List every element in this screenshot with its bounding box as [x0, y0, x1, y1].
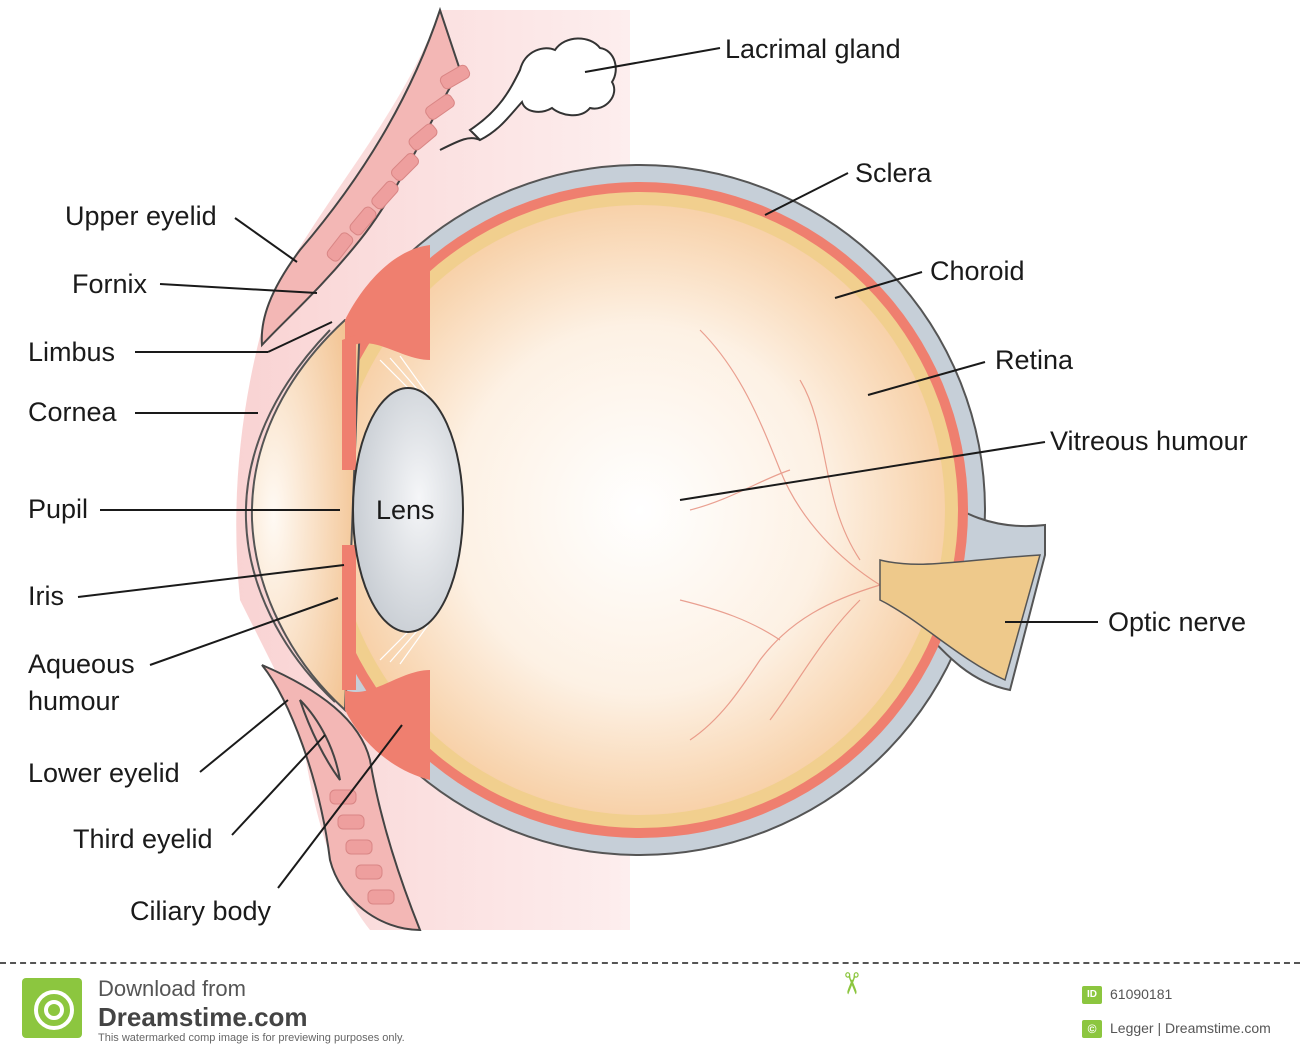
cornea-shape [244, 319, 362, 713]
lacrimal-gland-shape [439, 37, 617, 151]
label-third-eyelid: Third eyelid [73, 824, 213, 854]
label-aqueous-humour-line1: Aqueous [28, 649, 135, 679]
label-cornea: Cornea [28, 397, 118, 427]
label-retina: Retina [995, 345, 1074, 375]
scissors-icon: ✂ [834, 970, 868, 997]
watermark-footer: Download from Dreamstime.com This waterm… [0, 962, 1300, 1057]
image-id: 61090181 [1110, 986, 1173, 1002]
download-from-text: Download from [98, 976, 246, 1001]
label-ciliary-body: Ciliary body [130, 896, 272, 926]
label-lens: Lens [376, 495, 435, 525]
iris-ciliary-shape [342, 245, 430, 780]
label-fornix: Fornix [72, 269, 148, 299]
id-badge: ID [1082, 986, 1102, 1004]
optic-nerve-shape [879, 554, 1042, 682]
label-choroid: Choroid [930, 256, 1025, 286]
label-limbus: Limbus [28, 337, 115, 367]
copyright-badge: © [1082, 1020, 1102, 1038]
upper-eyelid-shape [260, 6, 471, 348]
label-upper-eyelid: Upper eyelid [65, 201, 217, 231]
label-sclera: Sclera [855, 158, 933, 188]
label-iris: Iris [28, 581, 64, 611]
label-pupil: Pupil [28, 494, 88, 524]
preview-note: This watermarked comp image is for previ… [98, 1032, 405, 1044]
label-vitreous-humour: Vitreous humour [1050, 426, 1248, 456]
label-optic-nerve: Optic nerve [1108, 607, 1246, 637]
label-lower-eyelid: Lower eyelid [28, 758, 180, 788]
lens-shape [352, 387, 464, 633]
eye-anatomy-diagram: Lacrimal gland Sclera Upper eyelid Choro… [28, 6, 1248, 932]
dreamstime-logo [22, 978, 82, 1038]
leader-lines [77, 47, 1098, 889]
brand-text: Dreamstime.com [98, 1002, 308, 1032]
credit-text: Legger | Dreamstime.com [1110, 1020, 1271, 1036]
label-lacrimal-gland: Lacrimal gland [725, 34, 901, 64]
label-aqueous-humour-line2: humour [28, 686, 120, 716]
